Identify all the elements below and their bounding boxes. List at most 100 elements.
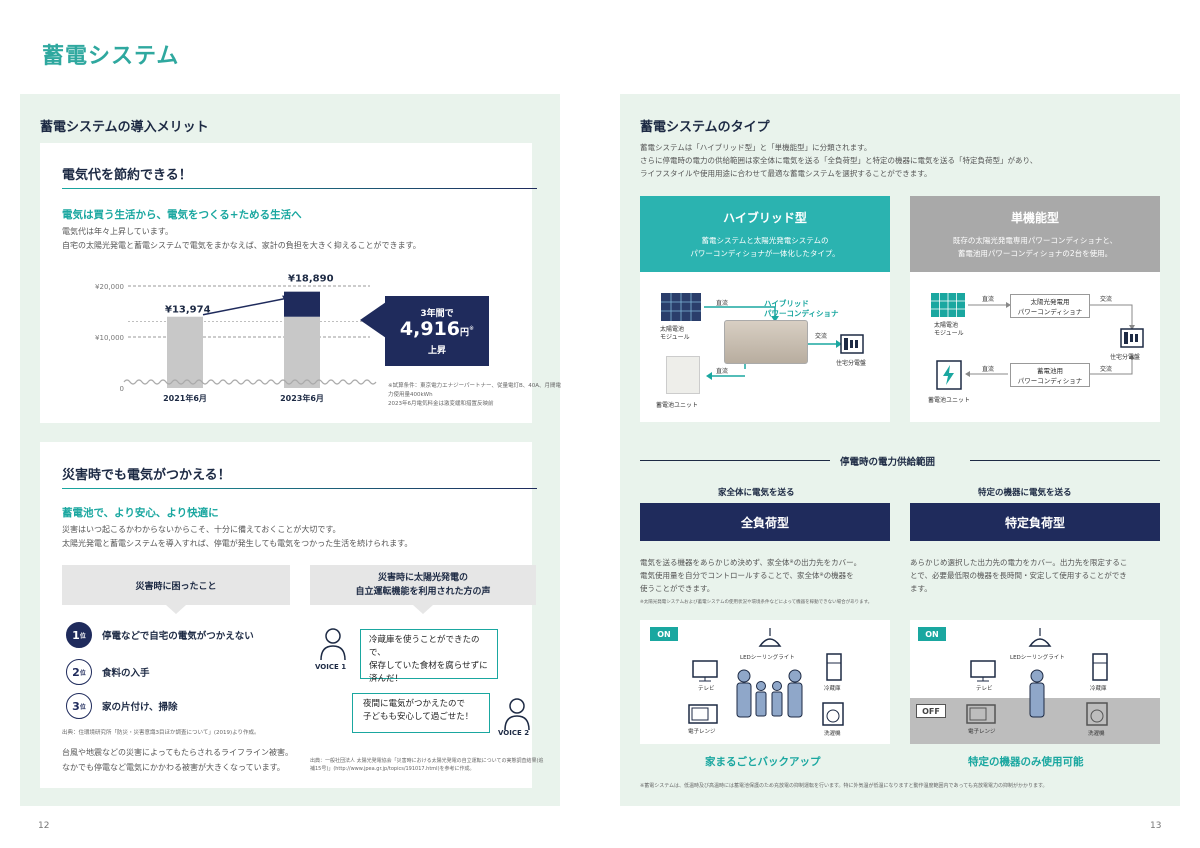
range-title: 停電時の電力供給範囲 (840, 457, 936, 468)
solar-panel-icon (661, 293, 701, 321)
bar-2021 (167, 316, 203, 388)
voice-source-1: 出典：一般社団法人 太陽光発電協会「災害時における太陽光発電の自立運転についての… (310, 758, 544, 764)
single-solar-label: 太陽電池モジュール (934, 322, 964, 337)
voice-box-line2: 自立運転機能を利用された方の声 (355, 587, 491, 597)
person-icon (1029, 669, 1045, 718)
full-note: ※太陽光発電システムおよび蓄電システムの使用状況や環境条件などによって機器を稼動… (640, 600, 873, 605)
hybrid-title: ハイブリッド型 (723, 210, 807, 225)
family-icon (736, 669, 803, 718)
x-category-label: 2023年6月 (280, 393, 324, 403)
full-microwave-label: 電子レンジ (688, 729, 716, 735)
bar-2023-increase (284, 291, 320, 317)
single-ac-1: 交流 (1100, 296, 1113, 303)
range-rule-right (970, 460, 1160, 461)
merits-heading: 蓄電システムの導入メリット (40, 120, 209, 135)
ceiling-light-icon (758, 628, 782, 647)
voice-2-text-1: 夜間に電気がつかえたので (363, 699, 466, 709)
hybrid-pc-label: ハイブリッドパワーコンディショナ (764, 299, 839, 318)
specific-off-badge: OFF (916, 704, 946, 718)
types-intro-1: 蓄電システムは「ハイブリッド型」と「単機能型」に分類されます。 (640, 143, 872, 152)
specific-washer-label: 洗濯機 (1088, 731, 1105, 737)
callout-mark: ※ (469, 325, 475, 332)
single-pc-battery: 蓄電池用パワーコンディショナ (1010, 363, 1090, 387)
rank-2-text: 食料の入手 (102, 668, 150, 679)
hybrid-pc-icon (724, 320, 808, 364)
fridge-icon (826, 653, 842, 681)
single-title: 単機能型 (1010, 210, 1059, 225)
hybrid-flow-lines (704, 306, 842, 380)
voice-box-pointer (413, 605, 433, 614)
save-title: 電気代を節約できる！ (62, 168, 192, 183)
specific-microwave-label: 電子レンジ (968, 729, 996, 735)
tv-icon (970, 660, 996, 682)
y-tick-label: ¥20,000 (95, 283, 124, 291)
hybrid-desc-2: パワーコンディショナが一体化したタイプ。 (690, 248, 840, 258)
axis-break-wave (123, 379, 377, 385)
save-body-1: 電気代は年々上昇しています。 (62, 227, 173, 236)
voice-1-text-1: 冷蔵庫を使うことができたので、 (369, 635, 480, 658)
voice-1-text-2: 保存していた食材を腐らせずに (369, 661, 488, 671)
x-category-label: 2021年6月 (163, 393, 207, 403)
types-intro-3: ライフスタイルや使用用途に合わせて最適な蓄電システムを選択することができます。 (640, 169, 932, 178)
full-washer-label: 洗濯機 (824, 731, 841, 737)
disaster-title: 災害時でも電気がつかえる！ (62, 468, 231, 483)
specific-on-badge: ON (918, 627, 946, 641)
solar-panel-icon (931, 293, 965, 317)
voice-1-bubble: 冷蔵庫を使うことができたので、 保存していた食材を腐らせずに 済んだ！ (360, 629, 498, 684)
ranks-source: 出典：住環境研究所「防災・災害意識3目ほか調査について」(2019)より作成。 (62, 730, 260, 736)
full-load-name: 全負荷型 (740, 515, 789, 530)
hybrid-dc-1: 直流 (716, 300, 729, 307)
single-dc-2: 直流 (982, 366, 995, 373)
full-desc-3: 使うことができます。 (640, 584, 715, 593)
person-icon (320, 628, 346, 661)
trouble-box-label: 災害時に困ったこと (135, 581, 217, 592)
full-desc-2: 電気使用量を自分でコントロールすることで、家全体※の機器を (640, 571, 854, 580)
y-tick-label: ¥10,000 (95, 334, 124, 342)
disaster-subtitle: 蓄電池で、より安心、より快適に (62, 507, 219, 519)
single-battery-label: 蓄電池ユニット (928, 397, 971, 404)
callout-line3: 上昇 (427, 346, 446, 356)
battery-icon (936, 360, 962, 390)
trouble-box: 災害時に困ったこと (62, 565, 290, 605)
hybrid-dc-2: 直流 (716, 368, 729, 375)
specific-fridge-label: 冷蔵庫 (1090, 686, 1107, 692)
single-header: 単機能型 既存の太陽光発電専用パワーコンディショナと、 蓄電池用パワーコンディシ… (910, 196, 1160, 272)
voice-box-line1: 災害時に太陽光発電の (377, 573, 468, 583)
single-desc-1: 既存の太陽光発電専用パワーコンディショナと、 (952, 235, 1118, 245)
single-flow-lines (965, 302, 1135, 377)
save-note-1: ※試算条件：東京電力エナジーパートナー、従量電灯B、40A、月間電 (388, 383, 562, 389)
callout-line1: 3年間で (420, 309, 454, 319)
bar-value-label: ¥18,890 (288, 274, 334, 285)
hybrid-header: ハイブリッド型 蓄電システムと太陽光発電システムの パワーコンディショナが一体化… (640, 196, 890, 272)
y-tick-label: 0 (120, 385, 124, 393)
voice-2-text-2: 子どもも安心して過ごせた！ (363, 712, 474, 722)
rank-3-text: 家の片付け、掃除 (102, 702, 178, 713)
voice-2-label: VOICE 2 (498, 729, 530, 737)
disaster-body-1: 災害はいつ起こるかわからないからこそ、十分に備えておくことが大切です。 (62, 525, 341, 534)
fridge-icon (1092, 653, 1108, 681)
specific-load-box: 特定負荷型 (910, 503, 1160, 541)
full-desc-1: 電気を送る機器をあらかじめ決めず、家全体※の出力先をカバー。 (640, 558, 862, 567)
page-title: 蓄電システム (42, 44, 180, 69)
specific-caption: 特定の機器に電気を送る (978, 488, 1072, 498)
specific-load-name: 特定負荷型 (1004, 515, 1065, 530)
hybrid-desc-1: 蓄電システムと太陽光発電システムの (701, 235, 829, 245)
disaster-body-2: 太陽光発電と蓄電システムを導入すれば、停電が発生しても電気をつかった生活を続けら… (62, 539, 413, 548)
rank-1-text: 停電などで自宅の電気がつかえない (102, 631, 254, 642)
save-subtitle: 電気は買う生活から、電気をつくる+ためる生活へ (62, 209, 302, 221)
single-desc-2: 蓄電池用パワーコンディショナの2台を使用。 (957, 248, 1113, 258)
hybrid-battery-label: 蓄電池ユニット (656, 402, 699, 409)
disaster-rule (62, 488, 537, 489)
full-light-label: LEDシーリングライト (740, 655, 795, 661)
full-on-badge: ON (650, 627, 678, 641)
hybrid-panelboard-label: 住宅分電盤 (836, 360, 867, 367)
callout-unit: 円 (460, 328, 470, 338)
battery-unit-icon (666, 356, 700, 394)
single-dc-1: 直流 (982, 296, 995, 303)
specific-desc-3: ます。 (910, 584, 932, 593)
callout-arrow (360, 302, 386, 338)
full-tv-label: テレビ (698, 686, 715, 692)
